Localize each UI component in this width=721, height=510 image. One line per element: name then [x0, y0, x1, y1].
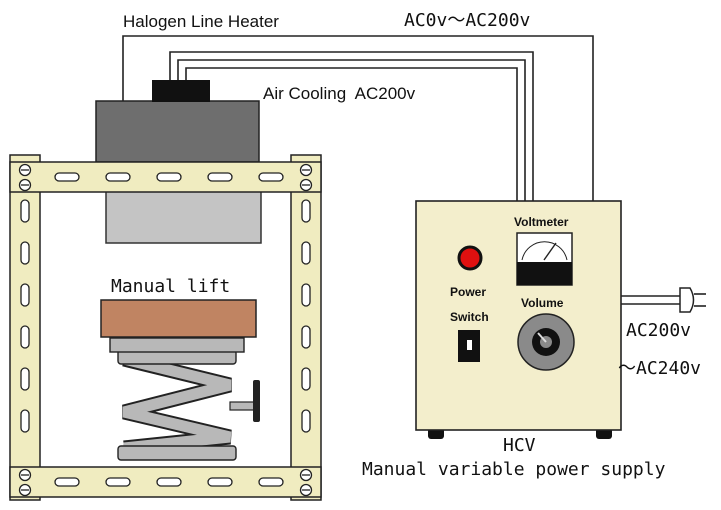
label-air-cooling: Air Cooling AC200v	[263, 84, 416, 103]
label-supply: Manual variable power supply	[362, 459, 666, 480]
lift-spring	[122, 351, 232, 456]
plug-icon	[679, 287, 706, 313]
label-voltage-in: AC0v～AC200v	[404, 10, 531, 31]
lift-top-plate	[100, 299, 257, 338]
frame-slot	[207, 477, 233, 487]
frame-slot	[301, 325, 311, 349]
frame-slot	[156, 172, 182, 182]
label-switch: Switch	[450, 310, 489, 324]
frame-slot	[258, 477, 284, 487]
label-heater: Halogen Line Heater	[123, 12, 279, 31]
frame-slot	[301, 367, 311, 391]
label-hcv: HCV	[503, 435, 536, 456]
lift-screw-shaft	[229, 401, 255, 411]
switch-icon	[458, 330, 480, 362]
frame-slot	[105, 172, 131, 182]
lift-base-upper	[109, 337, 245, 353]
frame-slot	[156, 477, 182, 487]
label-power: Power	[450, 285, 487, 299]
heater-cable	[122, 35, 594, 201]
frame-slot	[301, 283, 311, 307]
frame-slot	[105, 477, 131, 487]
manual-lift	[100, 299, 260, 461]
volume-knob-icon	[517, 313, 575, 371]
label-voltmeter: Voltmeter	[514, 215, 569, 229]
frame-slot	[301, 199, 311, 223]
frame-slot	[20, 241, 30, 265]
rack-frame	[9, 154, 322, 501]
frame-slot	[20, 367, 30, 391]
frame-slot	[54, 172, 80, 182]
spring-bottom-cap	[117, 445, 237, 461]
frame-slot	[54, 477, 80, 487]
frame-slot	[20, 199, 30, 223]
label-mains-line1: AC200v	[626, 320, 692, 341]
frame-slot	[20, 283, 30, 307]
air-cooling-connector	[152, 80, 210, 102]
hcv-power-supply	[415, 200, 622, 439]
frame-slot	[20, 325, 30, 349]
heater-body	[95, 100, 260, 163]
mains-cable	[621, 287, 706, 313]
frame-slot	[207, 172, 233, 182]
label-manual-lift: Manual lift	[111, 276, 231, 297]
frame-slot	[20, 409, 30, 433]
lift-handle	[253, 380, 260, 422]
frame-slot	[258, 172, 284, 182]
frame-slot	[301, 241, 311, 265]
voltmeter-gauge-icon	[516, 232, 573, 286]
frame-slot	[301, 409, 311, 433]
power-lamp-icon	[457, 245, 483, 271]
label-volume: Volume	[521, 296, 564, 310]
label-mains-line2: ～AC240v	[618, 358, 702, 379]
